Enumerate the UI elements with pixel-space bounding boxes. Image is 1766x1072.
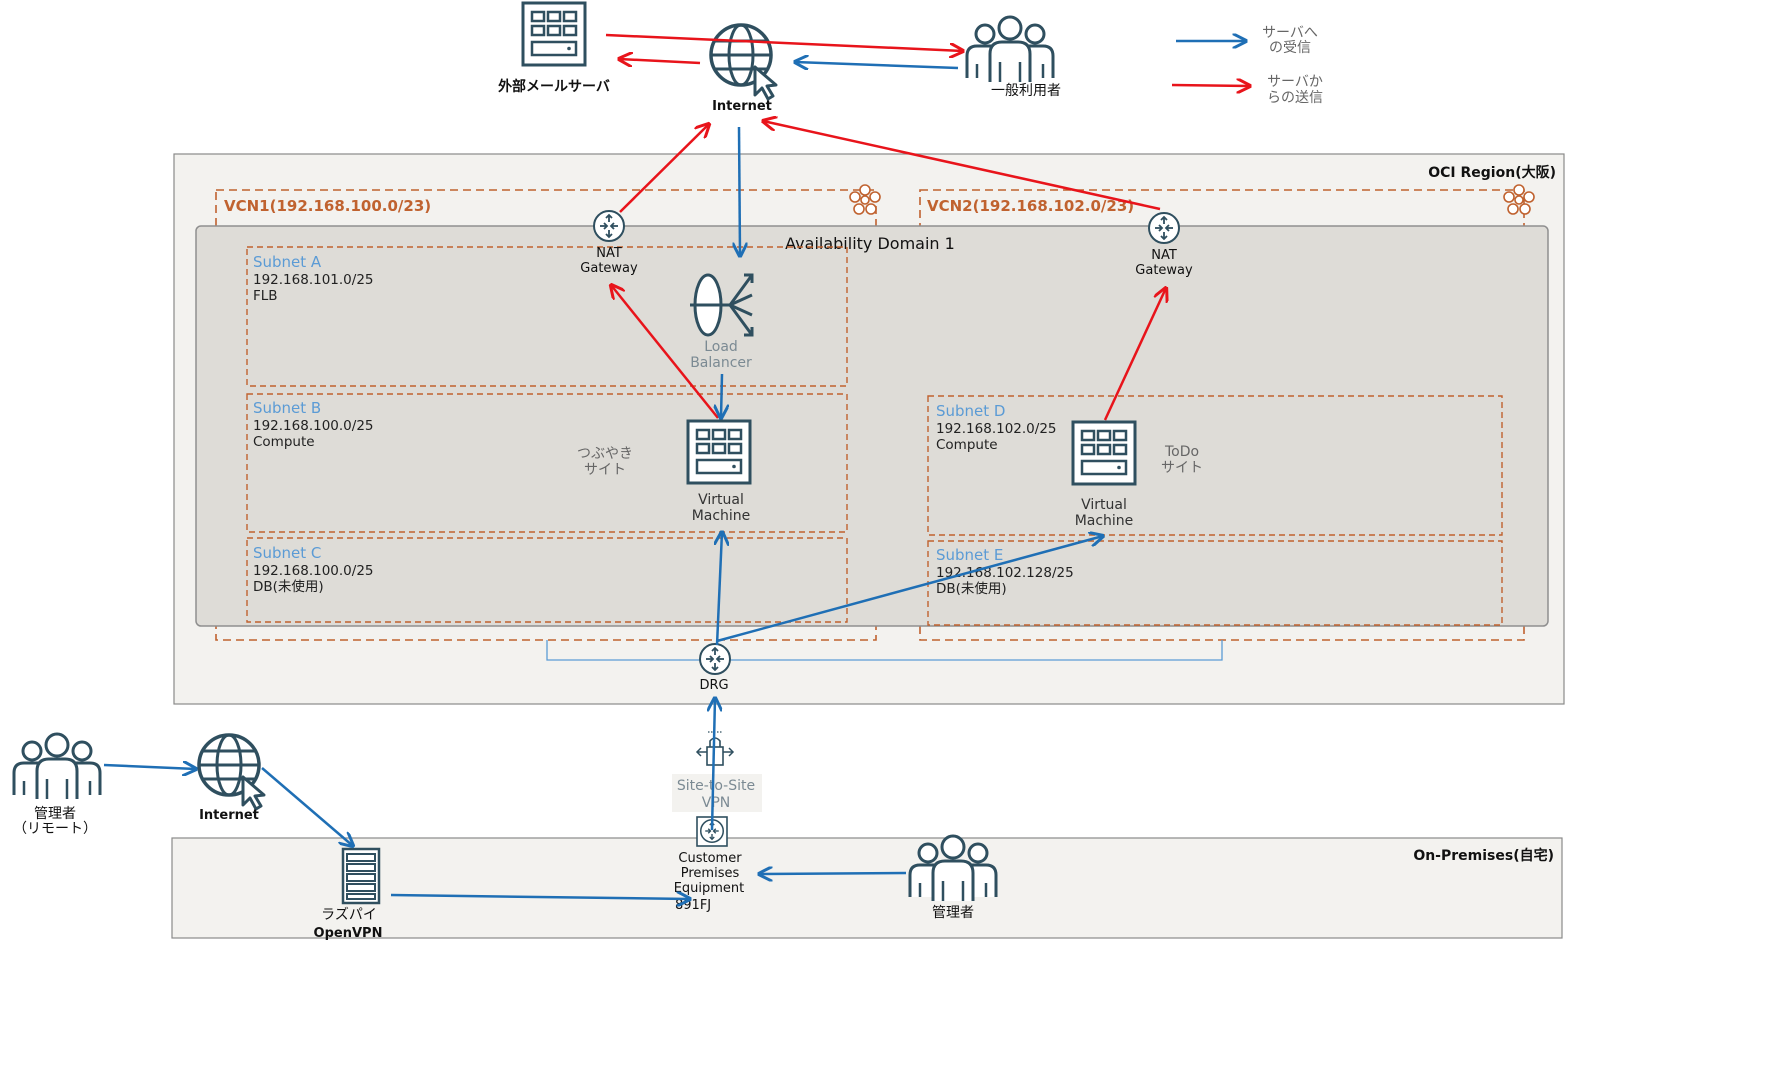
subnet-a-cidr: 192.168.101.0/25 <box>253 272 374 288</box>
load-balancer-label-1: Load <box>704 339 738 355</box>
raspi-server-icon <box>341 847 381 905</box>
vm-vcn1-icon <box>686 419 752 485</box>
cpe-label-3: Equipment <box>674 881 745 896</box>
flow-lb-to-vm1 <box>721 373 722 418</box>
internet-label: Internet <box>712 99 772 114</box>
vcn1-label: VCN1(192.168.100.0/23) <box>224 197 431 215</box>
flow-drg-to-vm2 <box>716 536 1103 643</box>
subnet-a-name: Subnet A <box>253 253 322 271</box>
subnet-a-role: FLB <box>253 288 278 304</box>
nat-gateway-vcn1-label-2: Gateway <box>580 261 638 276</box>
cpe-label-4: 891FJ <box>675 898 711 913</box>
raspi-label-1: ラズパイ <box>321 907 377 923</box>
subnet-b-cidr: 192.168.100.0/25 <box>253 418 374 434</box>
flow-vm1-to-nat1 <box>611 285 719 419</box>
cpe-label-1: Customer <box>678 851 742 866</box>
onprem-admin-label: 管理者 <box>932 905 974 921</box>
vm-vcn1-label-1: Virtual <box>698 492 744 508</box>
remote-admin-icon <box>12 732 102 801</box>
flow-internet-to-mailserver <box>619 59 701 63</box>
vpn-label-2: VPN <box>702 795 731 811</box>
remote-internet-icon <box>197 733 266 811</box>
subnet-d-name: Subnet D <box>936 402 1006 420</box>
legend-inbound-label-1: サーバへ <box>1262 25 1318 41</box>
general-users-label: 一般利用者 <box>991 83 1061 99</box>
subnet-e-cidr: 192.168.102.128/25 <box>936 565 1074 581</box>
subnet-c-cidr: 192.168.100.0/25 <box>253 563 374 579</box>
remote-admin-label-2: （リモート） <box>13 821 97 837</box>
nat-gateway-vcn2-label-1: NAT <box>1151 248 1177 263</box>
drg-label: DRG <box>699 678 728 693</box>
site-vcn2-label-2: サイト <box>1161 460 1203 476</box>
flow-raspi-to-cpe <box>390 895 690 899</box>
subnet-e-role: DB(未使用) <box>936 580 1007 597</box>
onprem-label: On-Premises(自宅) <box>1413 847 1554 864</box>
flow-remote-admin-to-internet <box>103 765 196 769</box>
vcn2-label: VCN2(192.168.102.0/23) <box>927 197 1134 215</box>
subnet-c-role: DB(未使用) <box>253 578 324 595</box>
flow-internet-to-lb <box>739 126 740 256</box>
flow-cpe-to-drg <box>712 698 715 831</box>
general-users-icon <box>965 15 1055 84</box>
availability-domain-label: Availability Domain 1 <box>785 234 955 253</box>
vm-vcn2-icon <box>1071 420 1137 486</box>
subnet-c-box <box>246 537 848 623</box>
flow-vm2-to-nat2 <box>1103 288 1166 421</box>
oci-region-label: OCI Region(大阪) <box>1428 164 1556 181</box>
subnet-d-cidr: 192.168.102.0/25 <box>936 421 1057 437</box>
subnet-e-name: Subnet E <box>936 546 1003 564</box>
mail-server-icon <box>521 1 587 67</box>
flow-internet-to-raspi <box>261 767 353 846</box>
nat-gateway-vcn2-label-2: Gateway <box>1135 263 1193 278</box>
nat-gateway-vcn1-label-1: NAT <box>596 246 622 261</box>
legend-outbound-label-2: らの送信 <box>1267 90 1323 106</box>
nat-gateway-vcn2-icon <box>1148 212 1180 244</box>
legend-outbound-label-1: サーバか <box>1267 74 1323 90</box>
legend-outbound-arrow <box>1171 85 1250 86</box>
subnet-d-box <box>927 395 1503 536</box>
drg-attachment-line <box>546 640 1223 661</box>
flow-admin-to-cpe <box>759 873 907 874</box>
cpe-label-2: Premises <box>681 866 740 881</box>
vpn-label-1: Site-to-Site <box>677 778 755 794</box>
vpn-label-bg <box>672 774 762 812</box>
availability-domain-box <box>195 225 1549 627</box>
vm-vcn1-label-2: Machine <box>692 508 751 524</box>
flow-nat2-to-internet <box>763 121 1161 211</box>
drg-icon <box>699 643 731 675</box>
flow-drg-to-vm1 <box>717 532 722 646</box>
nat-gateway-vcn1-icon <box>593 210 625 242</box>
remote-internet-label: Internet <box>199 808 259 823</box>
onprem-box <box>171 837 1563 939</box>
remote-admin-label-1: 管理者 <box>34 806 76 822</box>
vm-vcn2-label-2: Machine <box>1075 513 1134 529</box>
site-vcn1-label-2: サイト <box>584 462 626 478</box>
internet-icon <box>709 23 778 101</box>
vm-vcn2-label-1: Virtual <box>1081 497 1127 513</box>
subnet-c-name: Subnet C <box>253 544 321 562</box>
subnet-b-name: Subnet B <box>253 399 321 417</box>
legend-inbound-label-2: の受信 <box>1269 40 1311 56</box>
onprem-admin-icon <box>908 834 998 903</box>
load-balancer-label-2: Balancer <box>690 355 752 371</box>
site-vcn1-label-1: つぶやき <box>577 446 633 462</box>
mail-server-label: 外部メールサーバ <box>498 78 610 95</box>
subnet-a-box <box>246 246 848 387</box>
load-balancer-icon <box>690 273 754 337</box>
flow-users-to-internet <box>795 62 959 68</box>
subnet-d-role: Compute <box>936 437 998 453</box>
subnet-b-box <box>246 393 848 533</box>
raspi-label-2: OpenVPN <box>314 926 383 941</box>
flow-nat1-to-internet <box>619 124 709 213</box>
site-vcn2-label-1: ToDo <box>1164 444 1199 460</box>
subnet-b-role: Compute <box>253 434 315 450</box>
flow-mailserver-to-users <box>605 33 963 51</box>
